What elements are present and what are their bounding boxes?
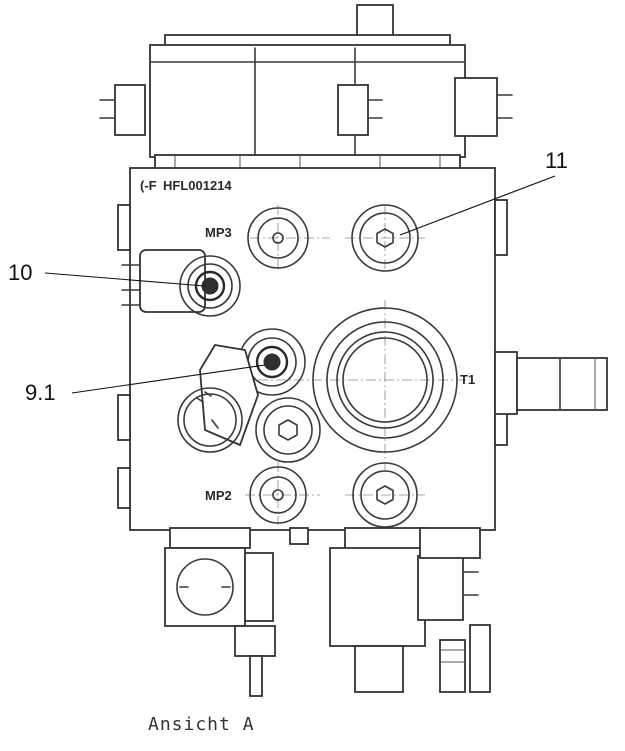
top-solenoid-assembly: [99, 4, 513, 170]
callout-11: 11: [545, 148, 568, 173]
view-caption: Ansicht A: [148, 714, 255, 735]
valve-body: [117, 167, 608, 531]
port-label-mp2: MP2: [205, 488, 232, 503]
callout-10-group: 10: [8, 260, 206, 287]
port-mp2: MP2: [205, 466, 307, 524]
ce-mark: (-F: [140, 178, 157, 193]
solenoid-coil-left: [114, 84, 146, 136]
port-t1: T1: [312, 307, 475, 453]
solenoid-coil-middle: [337, 84, 369, 136]
bottom-assembly: [164, 527, 491, 697]
part-number: HFL001214: [163, 178, 232, 193]
valve-9-1: [177, 328, 306, 453]
hex-plug-lower-right: [352, 462, 418, 528]
solenoid-valve-10: [121, 249, 241, 317]
part-number-mark: (-F HFL001214: [140, 178, 232, 193]
solenoid-coil-right: [454, 77, 498, 137]
callout-9-1-group: 9.1: [25, 364, 266, 405]
hex-plug-11: [351, 204, 419, 272]
valve-body-block: [129, 167, 496, 531]
callout-9-1: 9.1: [25, 380, 56, 405]
top-coil-housing: [149, 44, 466, 158]
hex-plug-lower-left: [255, 397, 321, 463]
side-fitting-right: [516, 357, 608, 411]
top-plug-fitting: [356, 4, 394, 40]
bottom-coil-right: [329, 547, 426, 647]
bottom-coil-left: [164, 547, 246, 627]
callout-11-group: 11: [399, 148, 568, 236]
port-label-t1: T1: [460, 372, 475, 387]
port-label-mp3: MP3: [205, 225, 232, 240]
callout-10: 10: [8, 260, 32, 285]
port-mp3: MP3: [205, 207, 309, 269]
